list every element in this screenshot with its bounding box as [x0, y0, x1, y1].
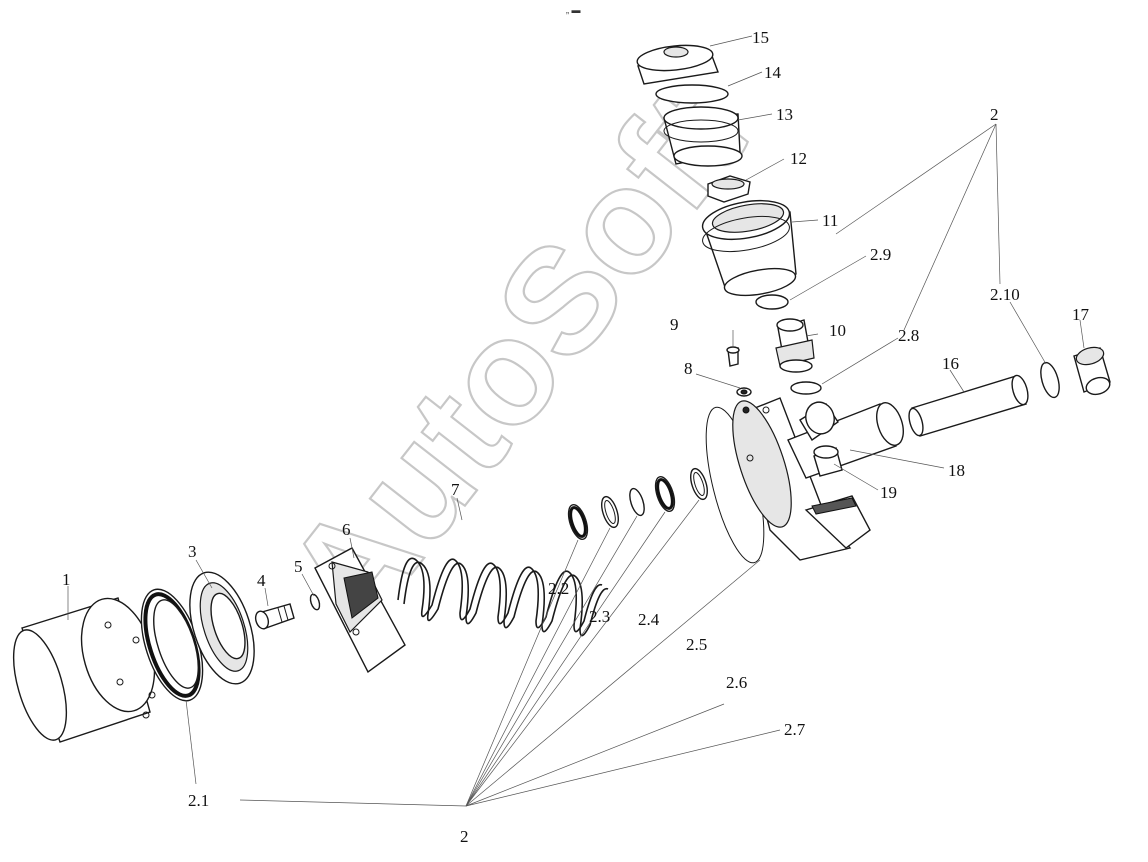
- callout-labels: 1 3 4 5 6 7 2.2 2.3 2.4 2.5 2.6 2.7 2.1 …: [62, 28, 1090, 846]
- part-2-1-ring: [140, 588, 204, 702]
- part-18-19-fittings: [813, 445, 843, 477]
- part-12-nut: [707, 175, 751, 203]
- part-9-screw: [726, 346, 740, 367]
- label-15: 15: [752, 28, 769, 47]
- label-7: 7: [451, 480, 460, 499]
- part-7-spring: [397, 557, 609, 637]
- label-2-7: 2.7: [784, 720, 806, 739]
- part-2-9-oring: [755, 294, 789, 310]
- label-2-2: 2.2: [548, 579, 569, 598]
- part-2-valve-body: [732, 397, 904, 561]
- label-14: 14: [764, 63, 782, 82]
- part-1-housing: [12, 597, 156, 743]
- part-13-cup: [663, 106, 743, 167]
- label-10: 10: [829, 321, 846, 340]
- part-10-fitting: [775, 318, 815, 373]
- label-16: 16: [942, 354, 959, 373]
- label-19: 19: [880, 483, 897, 502]
- label-1: 1: [62, 570, 71, 589]
- label-6: 6: [342, 520, 351, 539]
- label-2-top: 2: [990, 105, 999, 124]
- header-mark: „ ▬: [566, 5, 581, 15]
- part-8-nut: [736, 387, 752, 397]
- part-14-disc: [655, 84, 729, 104]
- label-2-5: 2.5: [686, 635, 707, 654]
- part-15-cap: [636, 44, 719, 85]
- part-2-2-seal: [567, 504, 589, 540]
- label-12: 12: [790, 149, 807, 168]
- label-2-4: 2.4: [638, 610, 660, 629]
- label-2-8: 2.8: [898, 326, 919, 345]
- label-4: 4: [257, 571, 266, 590]
- part-11-piston: [701, 199, 797, 297]
- part-2-5-seal: [654, 476, 676, 512]
- part-5-washer: [309, 593, 321, 611]
- label-18: 18: [948, 461, 965, 480]
- label-2-10: 2.10: [990, 285, 1020, 304]
- part-16-tube: [908, 374, 1029, 437]
- label-2-6: 2.6: [726, 673, 747, 692]
- label-2-bottom: 2: [460, 827, 469, 846]
- label-13: 13: [776, 105, 793, 124]
- label-11: 11: [822, 211, 838, 230]
- leader-lines: [67, 35, 1085, 807]
- part-2-8-oring: [790, 381, 822, 395]
- part-2-6-ring: [690, 467, 708, 501]
- part-6-spring-seat: [314, 547, 406, 674]
- part-2-4-oring: [629, 487, 645, 517]
- part-3-diaphragm: [189, 571, 255, 685]
- label-2-1: 2.1: [188, 791, 209, 810]
- label-8: 8: [684, 359, 693, 378]
- label-2-9: 2.9: [870, 245, 891, 264]
- label-5: 5: [294, 557, 303, 576]
- part-2-10-oring: [1040, 361, 1060, 399]
- label-2-3: 2.3: [589, 607, 610, 626]
- part-17-end-cap: [1073, 346, 1111, 396]
- label-3: 3: [188, 542, 197, 561]
- part-2-3-ring: [601, 495, 619, 529]
- label-17: 17: [1072, 305, 1090, 324]
- part-4-bolt: [254, 603, 295, 630]
- label-9: 9: [670, 315, 679, 334]
